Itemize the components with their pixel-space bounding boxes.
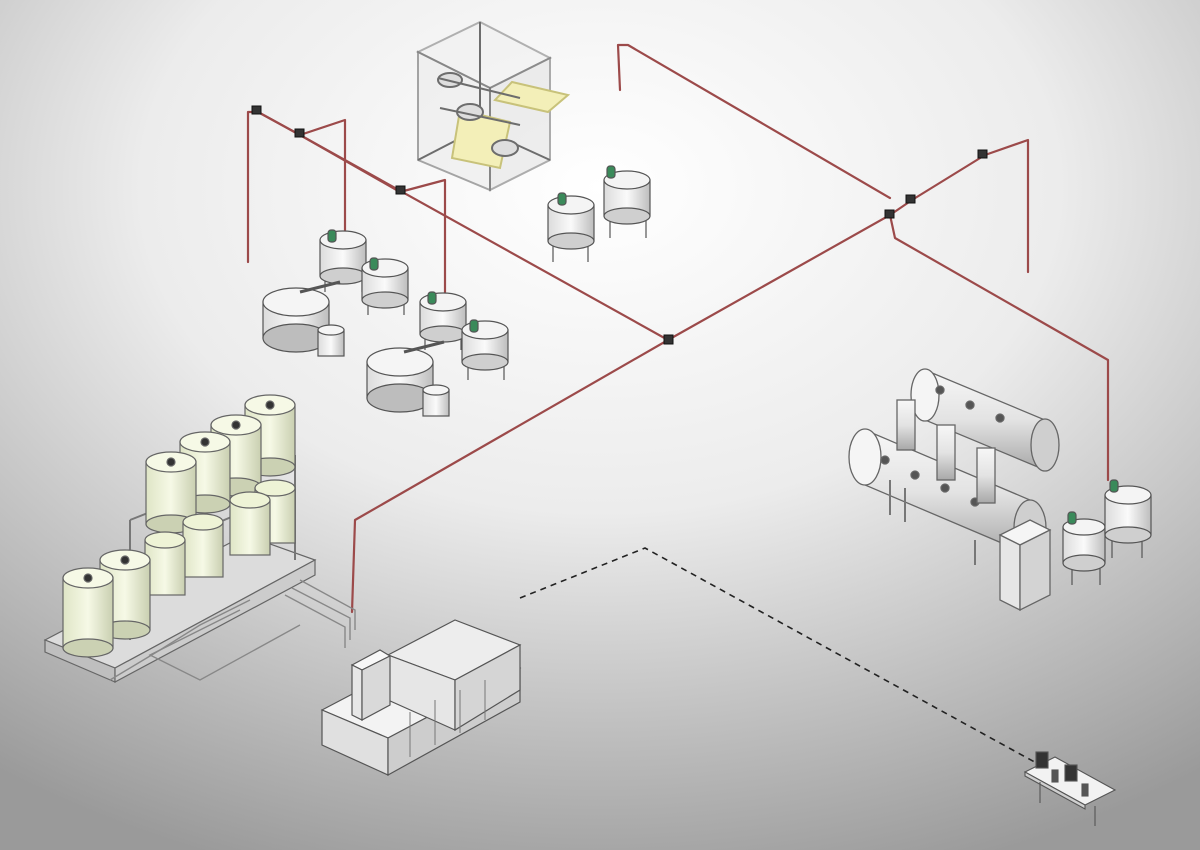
valve-icon	[251, 105, 262, 115]
mixing-tank	[461, 319, 509, 380]
storage-tank-farm[interactable]	[43, 394, 356, 684]
mixing-tank-pair-top[interactable]	[547, 165, 651, 262]
pipe-line-e	[616, 43, 892, 200]
pump-skid[interactable]	[320, 619, 522, 777]
storage-tank	[144, 531, 186, 596]
dissolving-drum	[366, 340, 450, 417]
mixing-tank	[547, 192, 595, 262]
monitor-icon	[1035, 751, 1049, 769]
control-workstation[interactable]	[1023, 751, 1117, 826]
valve-icon	[977, 149, 988, 159]
mixing-tank	[1062, 511, 1106, 585]
motor-icon	[557, 192, 567, 206]
motor-icon	[606, 165, 616, 179]
pipe-line-f	[888, 213, 1110, 482]
valve-icon	[884, 209, 895, 219]
storage-tank	[182, 513, 224, 578]
electrical-cabinet	[998, 519, 1052, 612]
control-signal-line	[519, 547, 1041, 766]
upper-drum	[910, 368, 1060, 472]
motor-icon	[469, 319, 479, 333]
motor-icon	[427, 291, 437, 305]
mixing-tank	[319, 229, 367, 292]
storage-tank	[62, 567, 114, 658]
pipe-line-g	[350, 338, 670, 614]
computer-tower-icon	[1051, 769, 1059, 783]
dissolving-drum	[262, 280, 345, 357]
motor-icon	[1067, 511, 1077, 525]
storage-tank	[229, 491, 271, 556]
mixing-tank-group-left[interactable]	[262, 229, 509, 417]
control-panel-box	[350, 649, 392, 722]
dyeing-machine-vessel[interactable]	[848, 368, 1060, 612]
valves	[251, 105, 988, 345]
valve-icon	[294, 128, 305, 138]
pipe-line-c	[298, 133, 670, 342]
pipe-line-d	[666, 138, 1030, 342]
mixing-tank	[361, 257, 409, 315]
storage-tank	[145, 451, 197, 534]
mixing-tank	[1104, 479, 1152, 558]
valve-icon	[905, 194, 916, 204]
monitor-icon	[1064, 764, 1078, 782]
connecting-pipe	[896, 399, 996, 504]
motor-icon	[327, 229, 337, 243]
valve-icon	[395, 185, 406, 195]
filter-press-frame[interactable]	[415, 20, 571, 192]
mixing-tank	[603, 165, 651, 238]
motor-icon	[369, 257, 379, 271]
mixing-tank-pair-right[interactable]	[1062, 479, 1152, 585]
valve-icon	[663, 334, 674, 345]
computer-tower-icon	[1081, 783, 1089, 797]
motor-icon	[1109, 479, 1119, 493]
